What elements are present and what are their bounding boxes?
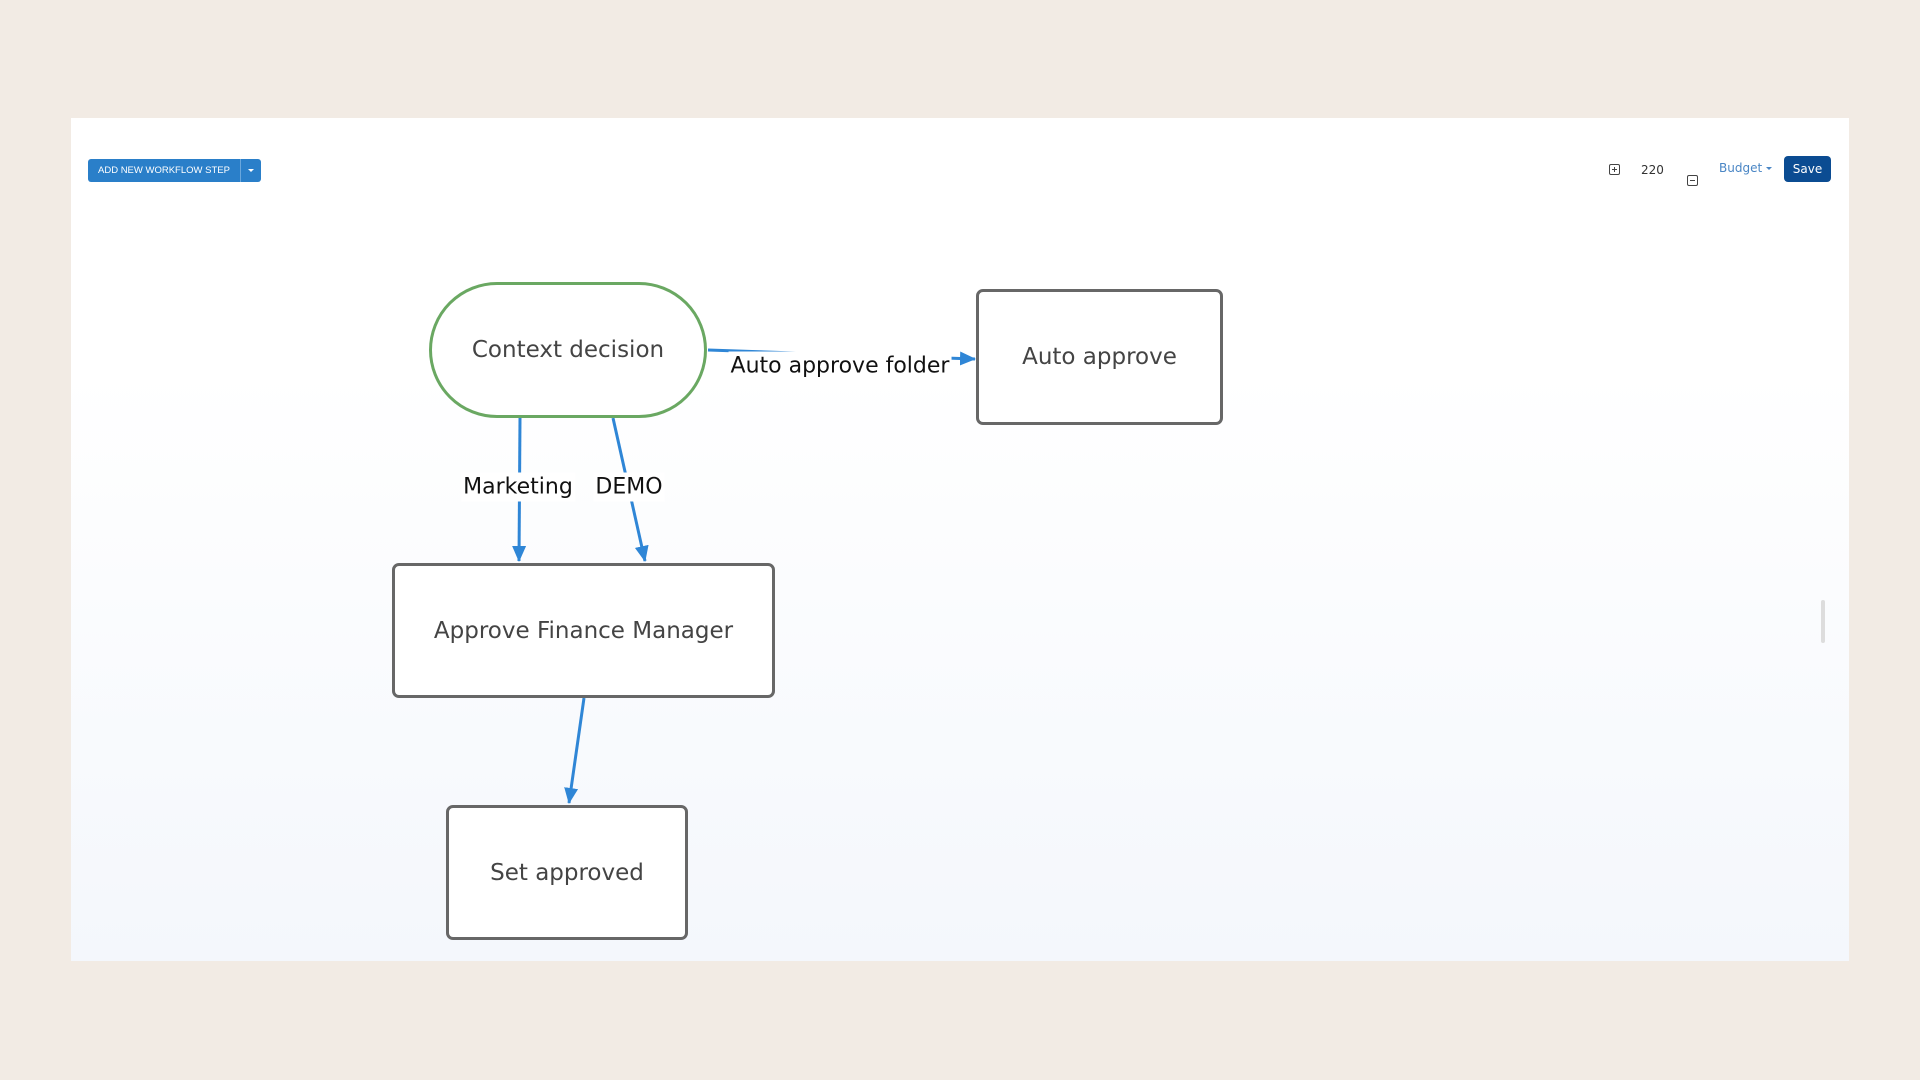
scrollbar[interactable] <box>1821 600 1825 643</box>
node-context-decision[interactable]: Context decision <box>429 282 707 418</box>
save-button[interactable]: Save <box>1784 156 1831 182</box>
caret-down-icon <box>247 169 254 172</box>
edges-layer <box>512 348 976 804</box>
edge-label-auto-approve-folder: Auto approve folder <box>728 351 952 381</box>
zoom-in-icon[interactable] <box>1609 164 1620 175</box>
edge-label-demo: DEMO <box>593 472 665 502</box>
add-step-dropdown-button[interactable] <box>239 159 261 182</box>
caret-down-icon <box>1766 166 1773 170</box>
edge-label-marketing: Marketing <box>461 472 575 502</box>
add-workflow-step-button[interactable]: ADD NEW WORKFLOW STEP <box>88 159 240 182</box>
context-select[interactable]: Budget <box>1719 161 1773 175</box>
node-auto-approve[interactable]: Auto approve <box>976 289 1223 425</box>
node-approve-finance-manager[interactable]: Approve Finance Manager <box>392 563 775 698</box>
edge-finance-to-set-approved[interactable] <box>564 697 586 804</box>
zoom-level: 220 <box>1641 163 1664 177</box>
zoom-out-icon[interactable] <box>1687 175 1698 186</box>
workflow-editor: ADD NEW WORKFLOW STEP 220 Budget Save Co… <box>71 118 1849 961</box>
node-set-approved[interactable]: Set approved <box>446 805 688 940</box>
context-select-value: Budget <box>1719 161 1763 175</box>
add-step-button-group: ADD NEW WORKFLOW STEP <box>88 159 261 182</box>
